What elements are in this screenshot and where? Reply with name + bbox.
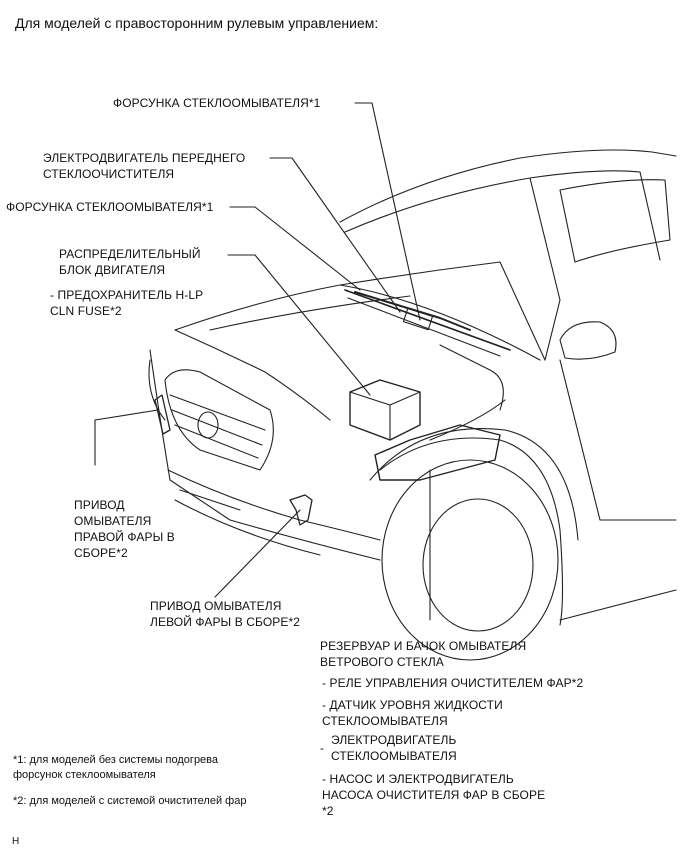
leader-right-washer bbox=[94, 409, 159, 466]
figure-code: H bbox=[12, 836, 20, 847]
callout-headlamp-cleaner-relay: - РЕЛЕ УПРАВЛЕНИЯ ОЧИСТИТЕЛЕМ ФАР*2 bbox=[322, 676, 584, 690]
hood-front-edge bbox=[174, 329, 331, 421]
a-pillar bbox=[529, 177, 561, 361]
grille-bar-1 bbox=[169, 394, 266, 431]
wiper-arm-2 bbox=[347, 297, 501, 357]
callout-fluid-level-sensor: - ДАТЧИК УРОВНЯ ЖИДКОСТИ СТЕКЛООМЫВАТЕЛЯ bbox=[322, 698, 503, 728]
left-washer-actuator bbox=[289, 494, 313, 526]
footnote-2: *2: для моделей с системой очистителей ф… bbox=[13, 795, 247, 807]
leader-wiper-motor bbox=[269, 157, 401, 313]
bumper-lower bbox=[174, 499, 321, 556]
wiper-arm-1 bbox=[344, 289, 511, 351]
grille-outline bbox=[164, 369, 274, 471]
reservoir-tank bbox=[374, 424, 501, 481]
emblem bbox=[197, 411, 219, 439]
bumper-upper bbox=[167, 469, 381, 541]
callout-reservoir: РЕЗЕРВУАР И БАЧОК ОМЫВАТЕЛЯ ВЕТРОВОГО СТ… bbox=[320, 639, 527, 669]
mirror bbox=[559, 321, 617, 360]
callout-washer-nozzle-top: ФОРСУНКА СТЕКЛООМЫВАТЕЛЯ*1 bbox=[113, 96, 321, 110]
callout-front-wiper-motor: ЭЛЕКТРОДВИГАТЕЛЬ ПЕРЕДНЕГО СТЕКЛООЧИСТИТ… bbox=[43, 151, 246, 181]
callout-headlamp-pump: - НАСОС И ЭЛЕКТРОДВИГАТЕЛЬ НАСОСА ОЧИСТИ… bbox=[322, 772, 546, 818]
callout-left-headlamp-washer: ПРИВОД ОМЫВАТЕЛЯ ЛЕВОЙ ФАРЫ В СБОРЕ*2 bbox=[150, 599, 301, 629]
cowl bbox=[339, 284, 541, 361]
page-heading: Для моделей с правосторонним рулевым упр… bbox=[15, 15, 379, 31]
leader-relay-block bbox=[227, 254, 371, 396]
front-face bbox=[149, 349, 381, 561]
callout-fuse-hlp: - ПРЕДОХРАНИТЕЛЬ H-LP CLN FUSE*2 bbox=[50, 288, 204, 318]
relay-block bbox=[349, 379, 421, 441]
leader-left-washer bbox=[214, 509, 301, 598]
side-window bbox=[559, 179, 671, 263]
windshield-top bbox=[344, 170, 641, 233]
callout-washer-motor-dash: - bbox=[320, 741, 325, 755]
leader-nozzle-top bbox=[354, 102, 421, 321]
headlamp-right bbox=[148, 359, 166, 421]
sill bbox=[559, 589, 677, 621]
fender-flare bbox=[369, 428, 579, 541]
leader-nozzle-left bbox=[229, 206, 361, 291]
footnote-1: *1: для моделей без системы подогрева фо… bbox=[13, 754, 219, 781]
fog-area bbox=[179, 489, 241, 511]
fender bbox=[379, 437, 564, 626]
rim bbox=[422, 498, 534, 632]
wiper-motor bbox=[402, 307, 434, 331]
hood-outline bbox=[174, 261, 546, 361]
washer-hose bbox=[439, 344, 504, 411]
roof-outline bbox=[339, 149, 677, 223]
callout-washer-nozzle-left: ФОРСУНКА СТЕКЛООМЫВАТЕЛЯ*1 bbox=[6, 200, 214, 214]
hood-crease bbox=[209, 295, 411, 331]
grille-bar-2 bbox=[171, 409, 263, 446]
wiper-linkage bbox=[354, 291, 471, 331]
callout-washer-motor: ЭЛЕКТРОДВИГАТЕЛЬ СТЕКЛООМЫВАТЕЛЯ bbox=[331, 733, 457, 763]
tire bbox=[381, 459, 559, 661]
rear-pillar bbox=[639, 171, 661, 261]
right-washer-actuator bbox=[154, 394, 171, 435]
relay-block-top bbox=[349, 391, 421, 406]
door-line bbox=[559, 359, 677, 521]
washer-hose-2 bbox=[429, 399, 506, 441]
callout-right-headlamp-washer: ПРИВОД ОМЫВАТЕЛЯ ПРАВОЙ ФАРЫ В СБОРЕ*2 bbox=[74, 498, 175, 560]
grille-bar-3 bbox=[174, 424, 259, 459]
callout-engine-relay-block: РАСПРЕДЕЛИТЕЛЬНЫЙ БЛОК ДВИГАТЕЛЯ bbox=[59, 247, 201, 277]
